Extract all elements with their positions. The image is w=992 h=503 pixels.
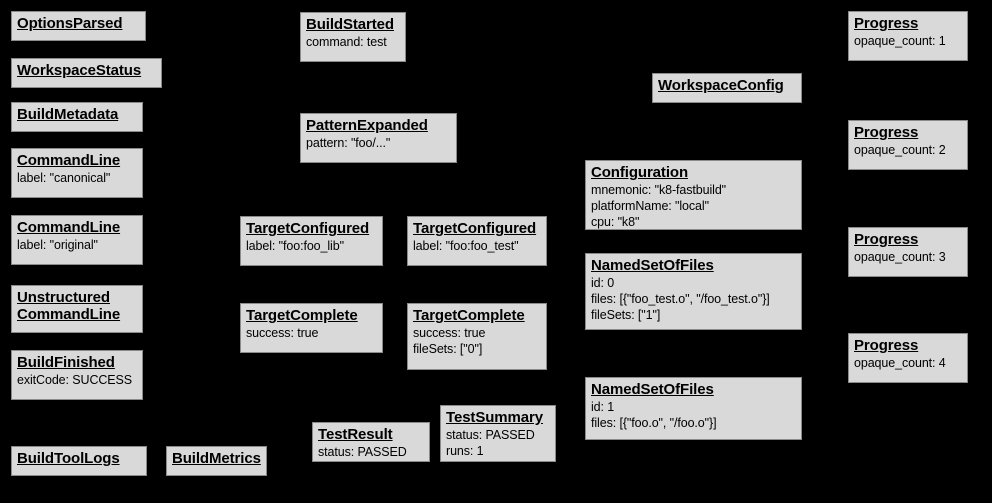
node-build-finished[interactable]: BuildFinished exitCode: SUCCESS — [11, 350, 143, 400]
node-fields: opaque_count: 3 — [854, 250, 946, 265]
node-title: BuildMetrics — [172, 450, 261, 467]
node-title: CommandLine — [17, 219, 121, 236]
node-title: WorkspaceStatus — [17, 62, 142, 79]
node-named-set-of-files-1[interactable]: NamedSetOfFiles id: 1 files: [{"foo.o", "… — [585, 377, 802, 440]
node-build-metadata[interactable]: BuildMetadata — [11, 102, 143, 132]
node-title: PatternExpanded — [306, 117, 428, 134]
node-title: BuildMetadata — [17, 106, 119, 123]
node-target-complete-test[interactable]: TargetComplete success: true fileSets: ["… — [407, 303, 547, 370]
node-title: BuildFinished — [17, 354, 115, 371]
node-title: Progress — [854, 124, 919, 141]
node-fields: opaque_count: 4 — [854, 356, 946, 371]
node-fields: label: "original" — [17, 238, 98, 253]
node-title: TargetComplete — [413, 307, 525, 324]
node-fields: success: true fileSets: ["0"] — [413, 326, 486, 357]
node-title: BuildStarted — [306, 16, 394, 33]
node-build-started[interactable]: BuildStarted command: test — [300, 12, 406, 62]
node-fields: status: PASSED — [318, 445, 407, 460]
node-title: OptionsParsed — [17, 15, 123, 32]
node-workspace-config[interactable]: WorkspaceConfig — [652, 73, 802, 103]
node-progress-3[interactable]: Progress opaque_count: 3 — [848, 227, 968, 277]
node-fields: label: "foo:foo_lib" — [246, 239, 344, 254]
node-configuration[interactable]: Configuration mnemonic: "k8-fastbuild" pl… — [585, 160, 802, 230]
node-named-set-of-files-0[interactable]: NamedSetOfFiles id: 0 files: [{"foo_test.… — [585, 253, 802, 330]
node-fields: id: 0 files: [{"foo_test.o", "/foo_test.… — [591, 276, 770, 322]
node-title: TargetConfigured — [246, 220, 370, 237]
node-test-summary[interactable]: TestSummary status: PASSED runs: 1 — [440, 405, 556, 462]
node-target-configured-lib[interactable]: TargetConfigured label: "foo:foo_lib" — [240, 216, 383, 266]
node-title: WorkspaceConfig — [658, 77, 784, 94]
node-workspace-status[interactable]: WorkspaceStatus — [11, 58, 162, 88]
node-progress-4[interactable]: Progress opaque_count: 4 — [848, 333, 968, 383]
node-fields: mnemonic: "k8-fastbuild" platformName: "… — [591, 183, 727, 229]
node-fields: opaque_count: 2 — [854, 143, 946, 158]
node-fields: label: "canonical" — [17, 171, 111, 186]
node-build-tool-logs[interactable]: BuildToolLogs — [11, 446, 147, 476]
node-options-parsed[interactable]: OptionsParsed — [11, 11, 146, 41]
node-fields: exitCode: SUCCESS — [17, 373, 133, 388]
node-title: NamedSetOfFiles — [591, 257, 714, 274]
node-title: TestSummary — [446, 409, 543, 426]
node-title: NamedSetOfFiles — [591, 381, 714, 398]
node-fields: command: test — [306, 35, 387, 50]
node-fields: label: "foo:foo_test" — [413, 239, 519, 254]
node-target-configured-test[interactable]: TargetConfigured label: "foo:foo_test" — [407, 216, 547, 266]
node-progress-2[interactable]: Progress opaque_count: 2 — [848, 120, 968, 170]
node-title: Progress — [854, 15, 919, 32]
node-command-line-canonical[interactable]: CommandLine label: "canonical" — [11, 148, 143, 198]
node-title: Unstructured CommandLine — [17, 289, 121, 324]
node-progress-1[interactable]: Progress opaque_count: 1 — [848, 11, 968, 61]
node-pattern-expanded[interactable]: PatternExpanded pattern: "foo/..." — [300, 113, 457, 163]
node-title: TargetComplete — [246, 307, 358, 324]
node-title: BuildToolLogs — [17, 450, 120, 467]
node-unstructured-command-line[interactable]: Unstructured CommandLine — [11, 285, 143, 333]
node-title: CommandLine — [17, 152, 121, 169]
node-fields: success: true — [246, 326, 319, 341]
node-fields: id: 1 files: [{"foo.o", "/foo.o"}] — [591, 400, 717, 431]
node-fields: opaque_count: 1 — [854, 34, 946, 49]
node-build-metrics[interactable]: BuildMetrics — [166, 446, 267, 476]
node-title: Progress — [854, 231, 919, 248]
node-title: Progress — [854, 337, 919, 354]
node-command-line-original[interactable]: CommandLine label: "original" — [11, 215, 143, 265]
node-title: TestResult — [318, 426, 393, 443]
node-test-result[interactable]: TestResult status: PASSED — [312, 422, 430, 462]
node-fields: pattern: "foo/..." — [306, 136, 391, 151]
node-title: TargetConfigured — [413, 220, 537, 237]
node-target-complete-lib[interactable]: TargetComplete success: true — [240, 303, 383, 353]
node-title: Configuration — [591, 164, 689, 181]
node-fields: status: PASSED runs: 1 — [446, 428, 535, 459]
